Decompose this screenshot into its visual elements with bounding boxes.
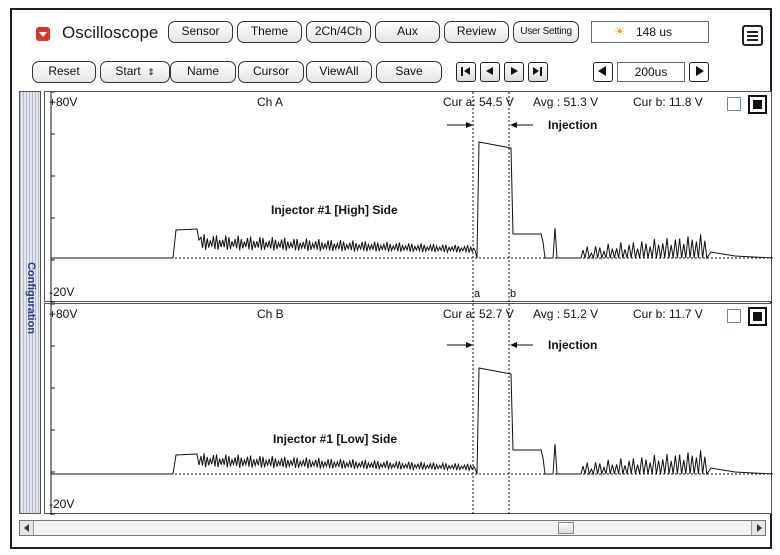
sun-clock-icon: ☀ [614,24,626,39]
ch-a-injection-label: Injection [548,118,598,132]
ch-a-ymax-label: +80V [49,95,78,109]
ch-a-cursor-b-label: b [510,288,517,300]
sensor-button[interactable]: Sensor [168,21,233,43]
ch-b-color-swatch-icon[interactable] [748,307,767,326]
theme-button[interactable]: Theme [237,21,302,43]
skip-end-icon [533,67,539,75]
window-menu-icon[interactable] [742,25,763,46]
ch-a-arrow-right-icon [466,122,473,128]
last-frame-button[interactable] [528,62,548,82]
user-setting-button[interactable]: User Setting [513,21,579,43]
scroll-thumb[interactable] [558,522,574,534]
next-arrow-icon [511,67,518,75]
review-button[interactable]: Review [444,21,509,43]
channel-b-panel: +80V Ch B Cur a: 52.7 V Avg : 51.2 V Cur… [44,303,773,515]
ch-a-cur-b-readout: Cur b: 11.8 V [633,95,703,109]
start-dropdown[interactable]: Start ⇕ [100,61,170,83]
scroll-left-icon [24,524,29,532]
timebase-value[interactable]: 200us [617,62,685,82]
next-frame-button[interactable] [504,62,524,82]
channel-b-plot[interactable] [45,304,773,515]
name-button[interactable]: Name [170,61,236,83]
right-arrow-icon [696,66,704,76]
ch-b-ymax-label: +80V [49,307,78,321]
configuration-label: Configuration [25,261,37,335]
oscilloscope-window: Oscilloscope Sensor Theme 2Ch/4Ch Aux Re… [10,8,773,549]
timebase-increase-button[interactable] [689,62,709,82]
ch-a-trace [51,141,773,260]
ch-b-name: Ch B [257,307,284,321]
app-menu-icon[interactable] [36,27,50,41]
save-button[interactable]: Save [376,61,442,83]
ch-b-checkbox[interactable] [727,309,741,323]
channel-a-panel: +80V Ch A Cur a: 54.5 V Avg : 51.3 V Cur… [44,91,773,303]
ch-a-ymin-label: -20V [49,285,75,299]
reset-button[interactable]: Reset [32,61,96,83]
prev-frame-button[interactable] [480,62,500,82]
scroll-right-button[interactable] [751,521,765,535]
ch-b-arrow-right-icon [466,342,473,348]
ch-b-trace [51,367,773,476]
ch-b-ymin-label: -20V [49,497,75,511]
skip-start-icon [461,67,463,76]
channel-a-plot[interactable] [45,92,773,303]
ch-a-arrow-left-icon [510,122,517,128]
ch-a-axis-ticks [51,92,55,303]
left-arrow-icon [598,66,606,76]
configuration-sidebar[interactable]: Configuration [19,91,41,514]
scroll-right-icon [757,524,762,532]
ch-a-color-swatch-icon[interactable] [748,95,767,114]
ch-b-arrow-left-icon [510,342,517,348]
ch-a-name: Ch A [257,95,284,109]
horizontal-scrollbar[interactable] [19,520,766,536]
ch-b-cur-b-readout: Cur b: 11.7 V [633,307,703,321]
timebase-decrease-button[interactable] [593,62,613,82]
start-label: Start [115,64,141,78]
ch-b-axis-ticks [51,304,55,515]
ch-b-waveform-title: Injector #1 [Low] Side [273,432,398,446]
app-title: Oscilloscope [62,23,159,42]
channels-button[interactable]: 2Ch/4Ch [306,21,371,43]
time-readout-value: 148 us [636,25,673,39]
ch-a-cur-a-readout: Cur a: 54.5 V [443,95,514,109]
ch-a-cursor-a-label: a [474,288,481,300]
aux-button[interactable]: Aux [375,21,440,43]
time-readout-box: ☀ 148 us [591,21,709,43]
ch-a-avg-readout: Avg : 51.3 V [533,95,599,109]
prev-arrow-icon [486,67,493,75]
updown-chevron-icon: ⇕ [147,67,155,77]
scroll-left-button[interactable] [20,521,34,535]
ch-a-checkbox[interactable] [727,97,741,111]
ch-b-injection-label: Injection [548,338,598,352]
viewall-button[interactable]: ViewAll [306,61,372,83]
ch-b-avg-readout: Avg : 51.2 V [533,307,599,321]
cursor-button[interactable]: Cursor [238,61,304,83]
ch-a-waveform-title: Injector #1 [High] Side [271,203,398,217]
first-frame-button[interactable] [456,62,476,82]
ch-b-cur-a-readout: Cur a: 52.7 V [443,307,514,321]
